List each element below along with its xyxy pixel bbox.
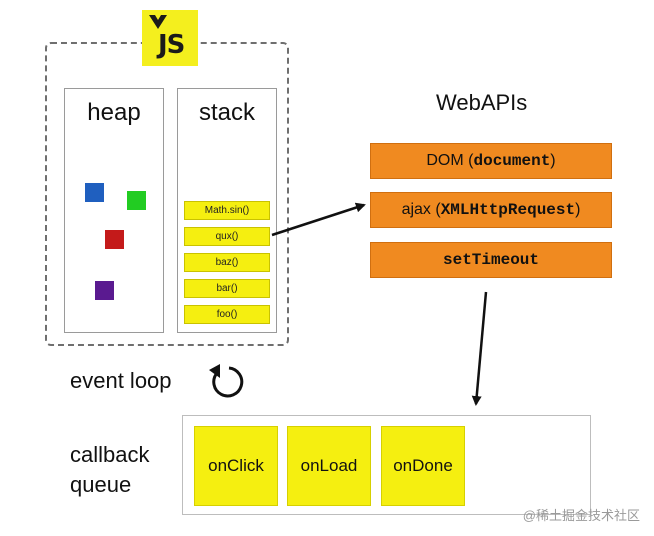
heap-object-green xyxy=(127,191,146,210)
webapi-dom-suffix: ) xyxy=(550,152,556,169)
callback-queue-box xyxy=(182,415,591,515)
stack-frame: Math.sin() xyxy=(184,201,270,220)
shield-icon xyxy=(149,15,167,29)
webapi-dom-code: document xyxy=(473,152,551,170)
webapi-settimeout: setTimeout xyxy=(370,242,612,278)
logo-text: JS xyxy=(158,30,185,60)
callback-item: onDone xyxy=(381,426,465,506)
callback-queue-label-line2: queue xyxy=(70,472,132,497)
stack-panel: stack Math.sin() qux() baz() bar() foo() xyxy=(177,88,277,333)
stack-frame: qux() xyxy=(184,227,270,246)
heap-panel: heap xyxy=(64,88,164,333)
webapi-ajax: ajax (XMLHttpRequest) xyxy=(370,192,612,228)
callback-queue-label-line1: callback xyxy=(70,442,150,467)
webapi-to-queue-arrow xyxy=(471,291,488,406)
callback-item: onClick xyxy=(194,426,278,506)
webapi-ajax-suffix: ) xyxy=(575,201,581,218)
webapi-ajax-code: XMLHttpRequest xyxy=(440,201,576,219)
webapi-ajax-prefix: ajax ( xyxy=(401,201,441,218)
webapis-title: WebAPIs xyxy=(436,90,528,115)
callback-item: onLoad xyxy=(287,426,371,506)
heap-object-red xyxy=(105,230,124,249)
stack-frame: baz() xyxy=(184,253,270,272)
callback-queue-label: callback queue xyxy=(70,440,149,500)
heap-object-blue xyxy=(85,183,104,202)
js-logo: JS xyxy=(142,10,198,66)
stack-frame: foo() xyxy=(184,305,270,324)
event-loop-label: event loop xyxy=(70,368,172,393)
webapi-settimeout-code: setTimeout xyxy=(442,251,539,269)
heap-object-purple xyxy=(95,281,114,300)
webapi-dom: DOM (document) xyxy=(370,143,612,179)
webapi-dom-prefix: DOM ( xyxy=(426,152,474,169)
stack-title: stack xyxy=(198,99,255,126)
event-loop-icon xyxy=(209,364,244,398)
stack-frame: bar() xyxy=(184,279,270,298)
stack-to-webapi-arrow xyxy=(271,202,366,237)
heap-title: heap xyxy=(87,99,141,126)
watermark: @稀土掘金技术社区 xyxy=(522,508,640,523)
